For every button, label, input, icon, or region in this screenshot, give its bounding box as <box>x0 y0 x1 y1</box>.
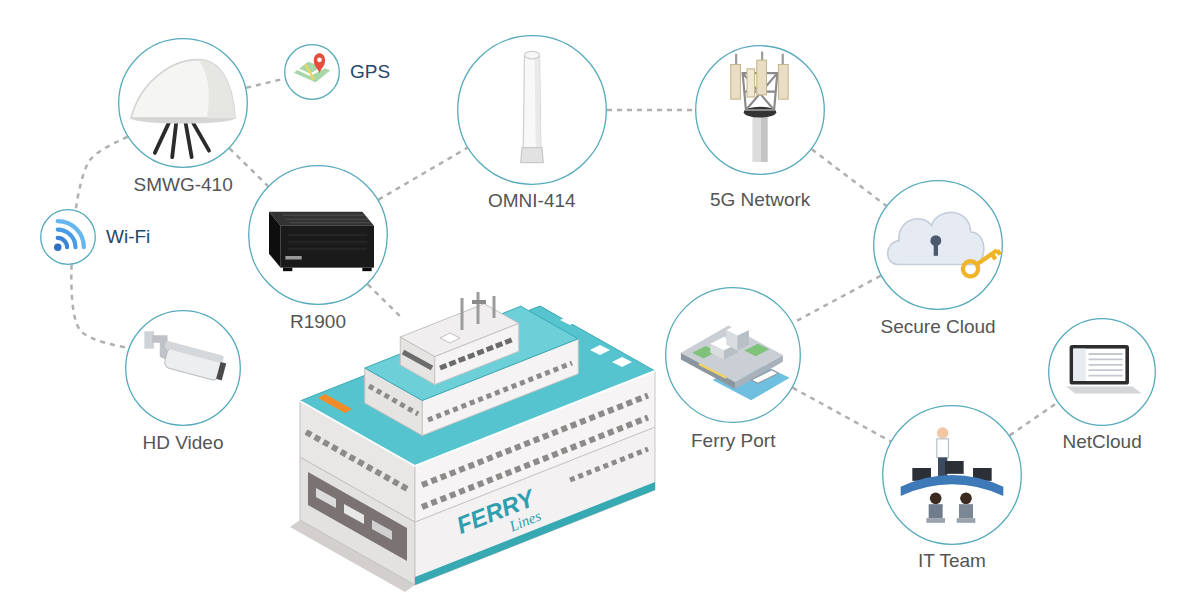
circle-outline <box>40 209 96 265</box>
ship-drawing <box>400 300 655 585</box>
dotted-link <box>229 148 267 186</box>
node-label: IT Team <box>918 550 986 573</box>
label-slot: 5G Network <box>710 189 810 212</box>
label-slot: GPS <box>350 61 390 84</box>
label-slot: SMWG-410 <box>134 174 233 197</box>
node-icon <box>54 221 84 251</box>
circle-outline <box>457 35 607 185</box>
tower-circle: 5G Network <box>695 45 825 175</box>
gps-circle: GPS <box>284 44 340 100</box>
node-label: Ferry Port <box>691 430 775 453</box>
circle-outline <box>126 311 241 426</box>
node-icon <box>681 324 790 400</box>
dotted-link <box>246 79 285 88</box>
circle-outline <box>248 165 388 305</box>
node-icon <box>521 51 544 162</box>
dotted-link <box>793 276 881 323</box>
dotted-link <box>607 109 695 112</box>
ship-illustration <box>290 292 655 592</box>
circle-outline <box>1049 319 1156 426</box>
node-label: HD Video <box>143 432 224 455</box>
cloud-circle: Secure Cloud <box>873 180 1003 310</box>
label-slot: NetCloud <box>1063 431 1142 454</box>
dotted-link <box>1010 403 1058 436</box>
dotted-link <box>71 265 128 348</box>
node-label: OMNI-414 <box>488 190 576 213</box>
node-label: SMWG-410 <box>134 174 233 197</box>
antenna-circle: SMWG-410 <box>118 38 248 168</box>
node-label: 5G Network <box>710 189 810 212</box>
node-label: Wi-Fi <box>106 226 150 249</box>
node-icon <box>888 212 1002 279</box>
circle-outline <box>284 44 340 100</box>
dotted-link <box>368 284 400 316</box>
label-slot: Ferry Port <box>691 430 775 453</box>
ferry-ship: FERRYLines <box>400 300 655 585</box>
dotted-link <box>378 148 467 200</box>
node-icon <box>1066 345 1142 394</box>
dotted-link <box>793 388 891 442</box>
label-slot: Wi-Fi <box>106 226 150 249</box>
node-icon <box>901 427 1004 523</box>
camera-circle: HD Video <box>125 310 241 426</box>
label-slot: R1900 <box>290 311 346 334</box>
circle-outline <box>458 36 607 185</box>
circle-outline <box>874 181 1003 310</box>
circle-outline <box>285 45 340 100</box>
circle-outline <box>118 38 248 168</box>
circle-outline <box>249 166 388 305</box>
circle-outline <box>125 310 241 426</box>
circle-outline <box>119 39 248 168</box>
node-icon <box>144 331 228 382</box>
node-label: R1900 <box>290 311 346 334</box>
circle-outline <box>41 210 96 265</box>
label-slot: HD Video <box>143 432 224 455</box>
node-icon <box>731 52 788 163</box>
dotted-link <box>76 137 128 210</box>
label-slot: IT Team <box>918 550 986 573</box>
laptop-circle: NetCloud <box>1048 318 1156 426</box>
node-label: NetCloud <box>1063 431 1142 454</box>
node-icon <box>292 53 331 83</box>
team-circle: IT Team <box>882 405 1022 545</box>
circle-outline <box>883 406 1022 545</box>
circle-outline <box>666 288 801 423</box>
label-slot: Secure Cloud <box>881 316 996 339</box>
circle-outline <box>882 405 1022 545</box>
circle-outline <box>1048 318 1156 426</box>
node-icon <box>269 212 374 271</box>
node-label: GPS <box>350 61 390 84</box>
circle-outline <box>665 287 801 423</box>
dotted-link <box>812 149 886 205</box>
circle-outline <box>695 45 825 175</box>
circle-outline <box>696 46 825 175</box>
node-label: Secure Cloud <box>881 316 996 339</box>
wifi-circle: Wi-Fi <box>40 209 96 265</box>
port-circle: Ferry Port <box>665 287 801 423</box>
label-slot: OMNI-414 <box>488 190 576 213</box>
circle-outline <box>873 180 1003 310</box>
antenna-circle: OMNI-414 <box>457 35 607 185</box>
router-circle: R1900 <box>248 165 388 305</box>
node-icon <box>131 60 235 158</box>
